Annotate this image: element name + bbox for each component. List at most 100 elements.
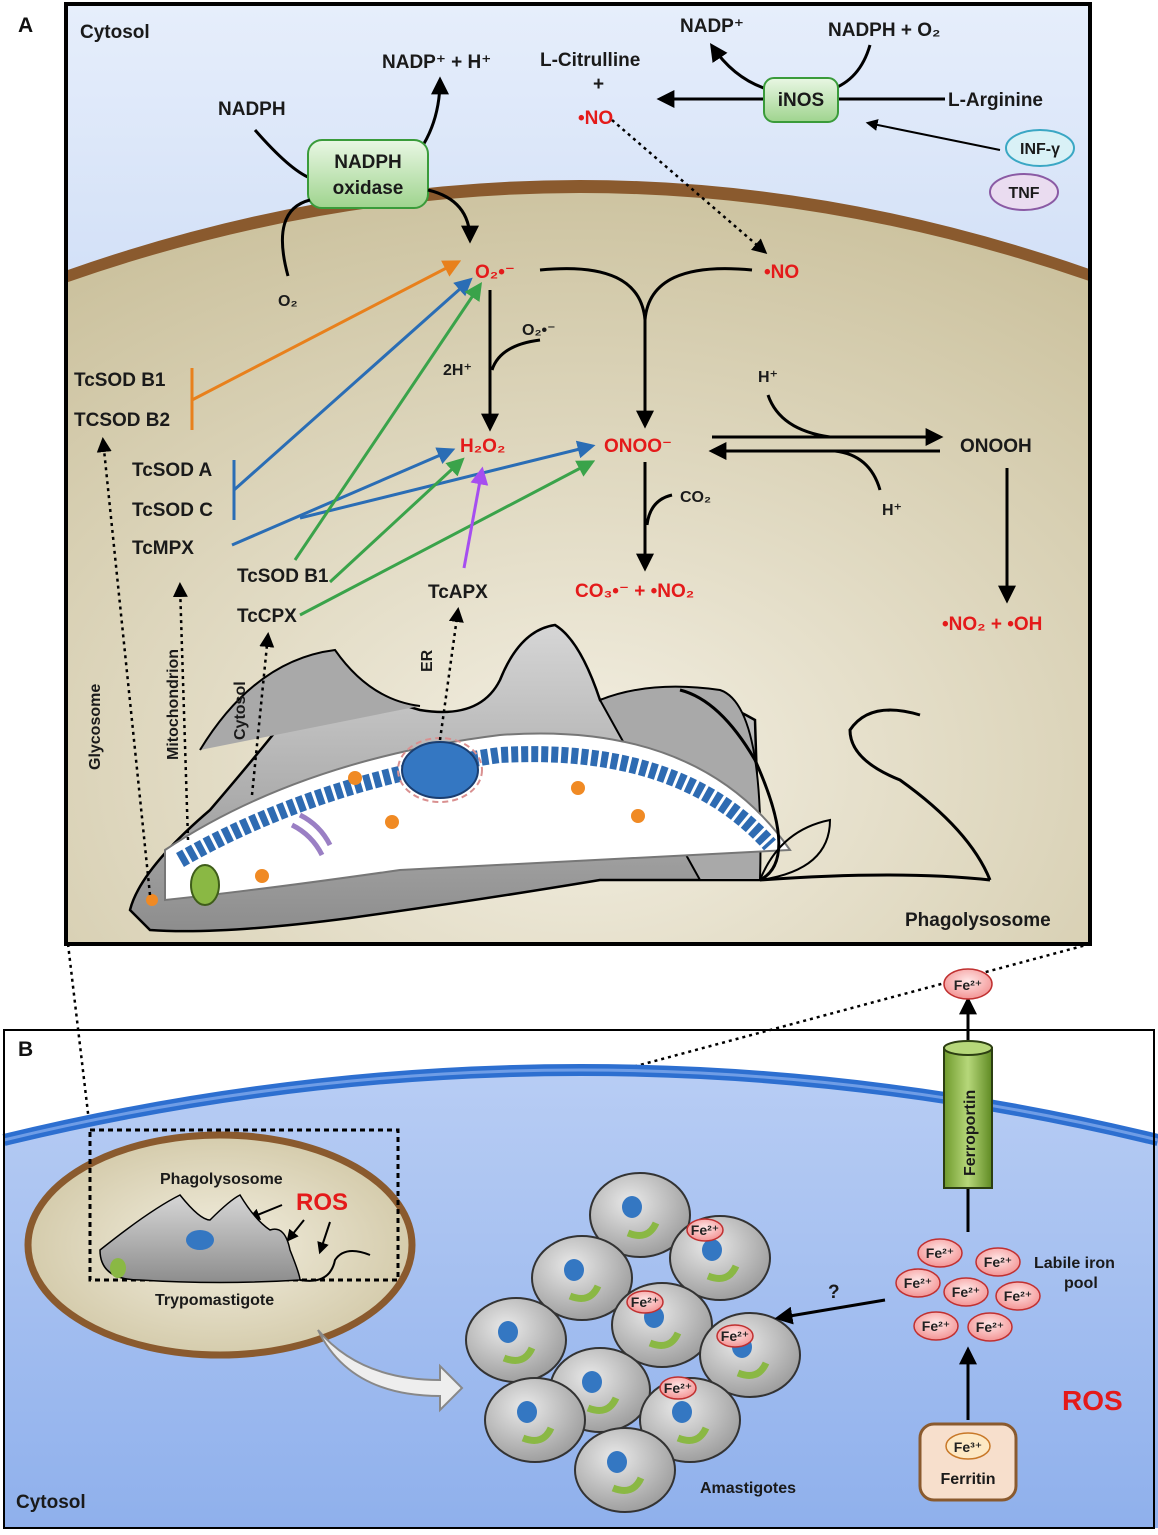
ros-arrow-3	[317, 1221, 331, 1255]
amastigotes-label: Amastigotes	[700, 1480, 796, 1497]
tccpx-label: TcCPX	[237, 606, 297, 627]
er-label: ER	[419, 649, 436, 672]
no2-oh-label: •NO₂ + •OH	[942, 614, 1042, 635]
o2-curve-in	[280, 198, 311, 277]
cytosol-label-b: Cytosol	[16, 1492, 86, 1513]
labile-label-1: Labile iron	[1034, 1255, 1115, 1272]
panel-a: A Cytosol Phagolysosome NADPH NADP⁺ + H⁺…	[18, 2, 1092, 946]
inf-gamma-badge	[1005, 129, 1075, 167]
panel-b-label: B	[18, 1038, 33, 1061]
tcsod-a-label: TcSOD A	[132, 460, 213, 481]
ros-big-label: ROS	[1062, 1385, 1123, 1416]
superoxide-label: O₂•⁻	[475, 262, 515, 283]
ferritin-label: Ferritin	[940, 1471, 995, 1488]
nadph-o2-label: NADPH + O₂	[828, 20, 940, 41]
fe2-pool-v2: Fe²⁺	[984, 1254, 1012, 1270]
two-h-label: 2H⁺	[443, 362, 472, 379]
superoxide-curve-out	[427, 188, 479, 244]
no-diffusion-arrow	[611, 119, 768, 254]
ferroportin-label: Ferroportin	[962, 1090, 979, 1176]
tnf-label: TNF	[1008, 185, 1039, 202]
blue-arrow-1	[233, 277, 473, 492]
green-arrow-2	[328, 457, 465, 584]
panel-b: B Cytosol Phagolysosome ROS Trypomastigo…	[2, 968, 1158, 1529]
glycosome-label: Glycosome	[87, 684, 104, 770]
trypomastigote-large	[128, 623, 992, 933]
fe2-pool-v6: Fe²⁺	[922, 1318, 950, 1334]
differentiation-arrow	[317, 1329, 464, 1413]
fe3-label: Fe³⁺	[954, 1439, 982, 1455]
fe2-pool-v1: Fe²⁺	[926, 1245, 954, 1261]
cytosol-arrow	[250, 632, 275, 796]
l-citrulline-label: L-Citrulline	[540, 50, 640, 71]
fe2-pool-v4: Fe²⁺	[952, 1284, 980, 1300]
cytosol-label-a: Cytosol	[80, 22, 150, 43]
superoxide-side-label: O₂•⁻	[522, 322, 556, 339]
h2o2-label: H₂O₂	[460, 436, 505, 457]
question-label: ?	[828, 1282, 840, 1303]
o2-label: O₂	[278, 293, 298, 310]
fe-pool-visible: Fe²⁺ Fe²⁺ Fe²⁺ Fe²⁺ Fe²⁺ Fe²⁺ Fe²⁺	[895, 1238, 1041, 1342]
fe2-pool-v7: Fe²⁺	[976, 1319, 1004, 1335]
iron-to-amastigotes-arrow	[774, 1298, 886, 1325]
inos-label: iNOS	[778, 90, 824, 111]
exported-fe-label: Fe²⁺	[954, 977, 982, 993]
nadph-curve-in	[253, 129, 311, 180]
blue-arrow-2	[231, 447, 456, 547]
superoxide-side-curve	[490, 338, 541, 371]
fe3-badge	[945, 1432, 991, 1460]
er-arrow	[438, 607, 464, 741]
nadph-oxidase-box	[307, 139, 429, 209]
amastigote-fe-badges: Fe²⁺ Fe²⁺ Fe²⁺ Fe²⁺	[626, 1218, 754, 1400]
mitochondrion-arrow	[172, 582, 190, 841]
blue-arrow-3	[299, 440, 596, 520]
tcsod-b1-label: TcSOD B1	[74, 370, 166, 391]
fe2-badge-ama-4: Fe²⁺	[664, 1380, 692, 1396]
tcmpx-label: TcMPX	[132, 538, 194, 559]
fe2-badge-ama-3: Fe²⁺	[721, 1328, 749, 1344]
h-plus-bottom-label: H⁺	[882, 502, 902, 519]
green-arrow-1	[293, 282, 483, 561]
zoom-line-left	[66, 943, 92, 1131]
inf-gamma-label: INF-γ	[1020, 141, 1060, 158]
inos-box	[763, 77, 839, 123]
nadph-label: NADPH	[218, 99, 286, 120]
co2-label: CO₂	[680, 489, 711, 506]
nadph-oxidase-line1: NADPH	[334, 152, 402, 173]
nadp-top-label: NADP⁺	[680, 16, 744, 37]
fe2-badge-ama-1: Fe²⁺	[691, 1222, 719, 1238]
cytosol-vert-label: Cytosol	[232, 681, 249, 740]
exported-fe-badge	[943, 968, 993, 1000]
orange-arrow	[191, 260, 462, 402]
ferroportin-cylinder	[943, 1047, 993, 1189]
onoo-label: ONOO⁻	[604, 436, 672, 457]
ferritin-box	[918, 1422, 1018, 1502]
cytokine-arrow	[865, 119, 1001, 151]
h-plus-bottom-curve	[834, 449, 882, 491]
mitochondrion-label: Mitochondrion	[165, 649, 182, 760]
l-arginine-label: L-Arginine	[948, 90, 1043, 111]
trypomastigote-small	[99, 1194, 371, 1284]
co2-curve	[645, 493, 673, 526]
h-plus-top-label: H⁺	[758, 369, 778, 386]
green-arrow-3	[299, 460, 596, 617]
phagolysosome-label-b: Phagolysosome	[160, 1171, 283, 1188]
plus-label: +	[593, 74, 604, 95]
tnf-badge	[989, 173, 1059, 211]
h-plus-top-curve	[766, 394, 831, 439]
fe2-badge-ama-2: Fe²⁺	[631, 1294, 659, 1310]
fe2-pool-v3: Fe²⁺	[904, 1275, 932, 1291]
ros-arrow-2	[286, 1219, 305, 1242]
fe2-pool-v5: Fe²⁺	[1004, 1288, 1032, 1304]
tcsod-b1-cyt-label: TcSOD B1	[237, 566, 329, 587]
onooh-label: ONOOH	[960, 436, 1032, 457]
no-right-label: •NO	[764, 262, 799, 283]
tcsod-c-label: TcSOD C	[132, 500, 213, 521]
panel-a-label: A	[18, 14, 33, 37]
purple-arrow	[462, 466, 489, 569]
phagolysosome-label-a: Phagolysosome	[905, 910, 1051, 931]
labile-label-2: pool	[1064, 1275, 1098, 1292]
tcsod-b2-label: TCSOD B2	[74, 410, 170, 431]
trypomastigote-label: Trypomastigote	[155, 1292, 274, 1309]
